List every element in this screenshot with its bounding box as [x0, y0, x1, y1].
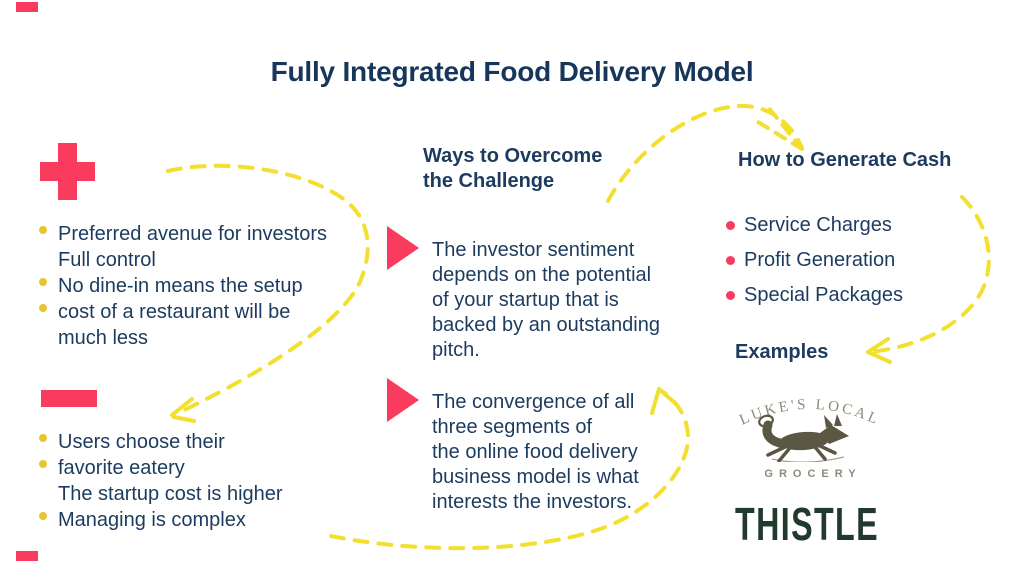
corner-accent-mark: [16, 551, 38, 561]
paragraph-line: pitch.: [432, 339, 480, 361]
bullet-dot-icon: [726, 220, 735, 230]
overcome-paragraph-1: The investor sentiment depends on the po…: [432, 238, 660, 363]
paragraph-line: backed by an outstanding: [432, 314, 660, 336]
triangle-right-icon: [387, 378, 419, 422]
list-item: Preferred avenue for investors: [38, 221, 327, 247]
list-item-text: Preferred avenue for investors: [58, 223, 328, 245]
list-item: favorite eatery: [38, 455, 283, 481]
paragraph-line: The investor sentiment: [432, 239, 635, 261]
list-item-text: Full control: [58, 249, 156, 271]
list-item: cost of a restaurant will be: [38, 299, 327, 325]
lukes-local-grocery-logo: LUKE'S LOCAL GROCERY: [722, 384, 898, 480]
overcome-paragraph-2: The convergence of all three segments of…: [432, 390, 639, 515]
minus-icon: [41, 390, 97, 407]
overcome-heading-line2: the Challenge: [423, 170, 555, 192]
paragraph-line: three segments of: [432, 416, 593, 438]
paragraph-line: the online food delivery: [432, 441, 638, 463]
paragraph-line: business model is what: [432, 466, 639, 488]
examples-heading: Examples: [735, 341, 829, 363]
list-item-text: Managing is complex: [58, 509, 246, 531]
list-item: Special Packages: [726, 284, 903, 306]
generate-cash-heading: How to Generate Cash: [738, 149, 952, 171]
overcome-heading: Ways to Overcome the Challenge: [423, 144, 602, 194]
list-item-text: No dine-in means the setup: [58, 275, 303, 297]
list-item-text: The startup cost is higher: [58, 483, 283, 505]
list-item: Users choose their: [38, 429, 283, 455]
disadvantages-list: Users choose their favorite eatery The s…: [38, 429, 283, 533]
list-item-text: Service Charges: [744, 213, 892, 236]
list-item: Profit Generation: [726, 249, 903, 271]
list-item-text: Special Packages: [744, 283, 903, 306]
bullet-dot-icon: [726, 290, 735, 300]
fox-illustration: [758, 414, 849, 463]
list-item: Service Charges: [726, 214, 903, 236]
paragraph-line: depends on the potential: [432, 264, 652, 286]
list-item: Managing is complex: [38, 507, 283, 533]
list-item: much less: [38, 325, 327, 351]
grocery-text: GROCERY: [764, 468, 862, 480]
plus-icon: [40, 143, 95, 200]
overcome-heading-line1: Ways to Overcome: [423, 145, 603, 167]
generate-cash-list: Service Charges Profit Generation Specia…: [726, 214, 903, 319]
corner-accent-mark: [16, 2, 38, 12]
list-item-text: cost of a restaurant will be: [58, 301, 291, 323]
list-item: The startup cost is higher: [38, 481, 283, 507]
list-item: Full control: [38, 247, 327, 273]
paragraph-line: interests the investors.: [432, 491, 633, 513]
list-item-text: much less: [58, 327, 149, 349]
paragraph-line: The convergence of all: [432, 391, 635, 413]
triangle-right-icon: [387, 226, 419, 270]
list-item: No dine-in means the setup: [38, 273, 327, 299]
thistle-logo: THISTLE: [735, 498, 879, 550]
list-item-text: Profit Generation: [744, 248, 896, 271]
list-item-text: favorite eatery: [58, 457, 185, 479]
lukes-logo-graphic: LUKE'S LOCAL: [737, 397, 880, 463]
advantages-list: Preferred avenue for investors Full cont…: [38, 221, 327, 351]
paragraph-line: of your startup that is: [432, 289, 619, 311]
list-item-text: Users choose their: [58, 431, 225, 453]
page-title: Fully Integrated Food Delivery Model: [270, 56, 754, 87]
bullet-dot-icon: [726, 255, 735, 265]
